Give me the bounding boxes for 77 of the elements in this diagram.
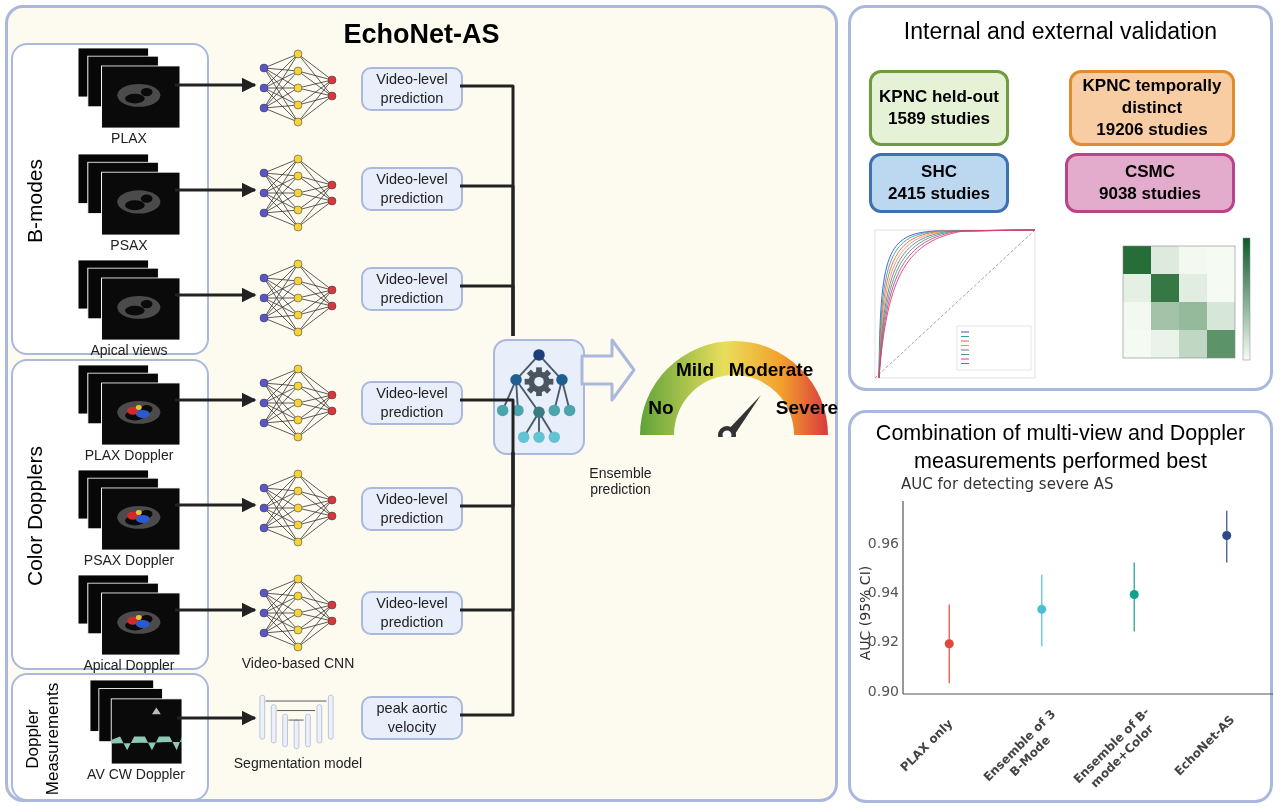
group-label: B-modes [22,158,48,245]
cohort-name: KPNC held-out [879,86,999,108]
connector-arrow [177,710,257,726]
prediction-label: Video-level prediction [375,170,449,208]
ultrasound-image-stack [78,575,180,655]
panel-title: EchoNet-AS [343,18,500,51]
tick-label: 0.96 [867,534,899,551]
process-box [361,267,463,311]
connector-arrow [175,497,257,513]
panel [848,410,1273,803]
process-box [361,167,463,211]
image-caption: Apical Doppler [82,657,176,673]
prediction-label: Video-level prediction [375,270,449,308]
connector-arrow [175,77,257,93]
cohort-name: CSMC [1124,161,1176,183]
image-caption: Ensemble prediction [588,465,653,497]
severity-label: No [648,395,674,420]
neural-network-icon [258,573,338,653]
study-count: 19206 studies [1096,119,1208,141]
cohort-box [1065,153,1235,213]
group-label: Color Dopplers [22,444,48,589]
image-caption: PSAX [109,237,149,253]
process-box [361,381,463,425]
process-box [361,591,463,635]
image-caption: Segmentation model [232,755,364,771]
neural-network-icon [258,363,338,443]
ultrasound-image-stack [90,680,182,764]
point [1037,604,1047,614]
neural-network-icon [258,468,338,548]
severity-label: Mild [676,357,714,382]
chart-subtitle: AUC for detecting severe AS [901,474,1114,495]
connector-arrow [175,392,257,408]
neural-network-icon [258,48,338,128]
image-caption: PLAX Doppler [83,447,175,463]
neural-network-icon [258,258,338,338]
prediction-label: Video-level prediction [375,70,449,108]
study-count: 2415 studies [887,183,991,205]
image-caption: AV CW Doppler [86,766,186,782]
image-caption: Video-based CNN [240,655,356,671]
panel [5,5,838,802]
ultrasound-image-stack [78,470,180,550]
panel-title: Combination of multi-view and Doppler measurements performed best [874,420,1247,475]
neural-network-icon [258,153,338,233]
study-count: 9038 studies [1098,183,1202,205]
ensemble-box [493,339,585,455]
ultrasound-image-stack [78,260,180,340]
tick-label: 0.90 [867,682,899,699]
ultrasound-image-stack [78,48,180,128]
panel-title: Internal and external validation [903,17,1218,46]
connector-arrow [175,602,257,618]
cohort-box [869,70,1009,146]
image-caption: PSAX Doppler [82,552,176,568]
study-count: 1589 studies [887,108,991,130]
panel [848,5,1273,391]
process-box [361,696,463,740]
point [944,639,954,649]
prediction-label: Video-level prediction [375,594,449,632]
cohort-name: KPNC temporally distinct [1081,75,1223,119]
connector-arrow [175,287,257,303]
cohort-box [869,153,1009,213]
image-caption: PLAX [110,130,148,146]
group-panel [11,673,209,801]
block-arrow [580,338,636,402]
point [1222,530,1232,540]
cohort-name: SHC [921,161,957,183]
ultrasound-image-stack [78,154,180,235]
group-label: Doppler Measurements [23,681,63,798]
ultrasound-image-stack [78,365,180,445]
connector-arrow [175,182,257,198]
image-caption: Apical views [89,342,169,358]
process-box [361,487,463,531]
point [1129,590,1139,600]
process-box [361,67,463,111]
prediction-label: peak aortic velocity [375,699,449,737]
cohort-box [1069,70,1235,146]
prediction-label: Video-level prediction [375,490,449,528]
prediction-label: Video-level prediction [375,384,449,422]
